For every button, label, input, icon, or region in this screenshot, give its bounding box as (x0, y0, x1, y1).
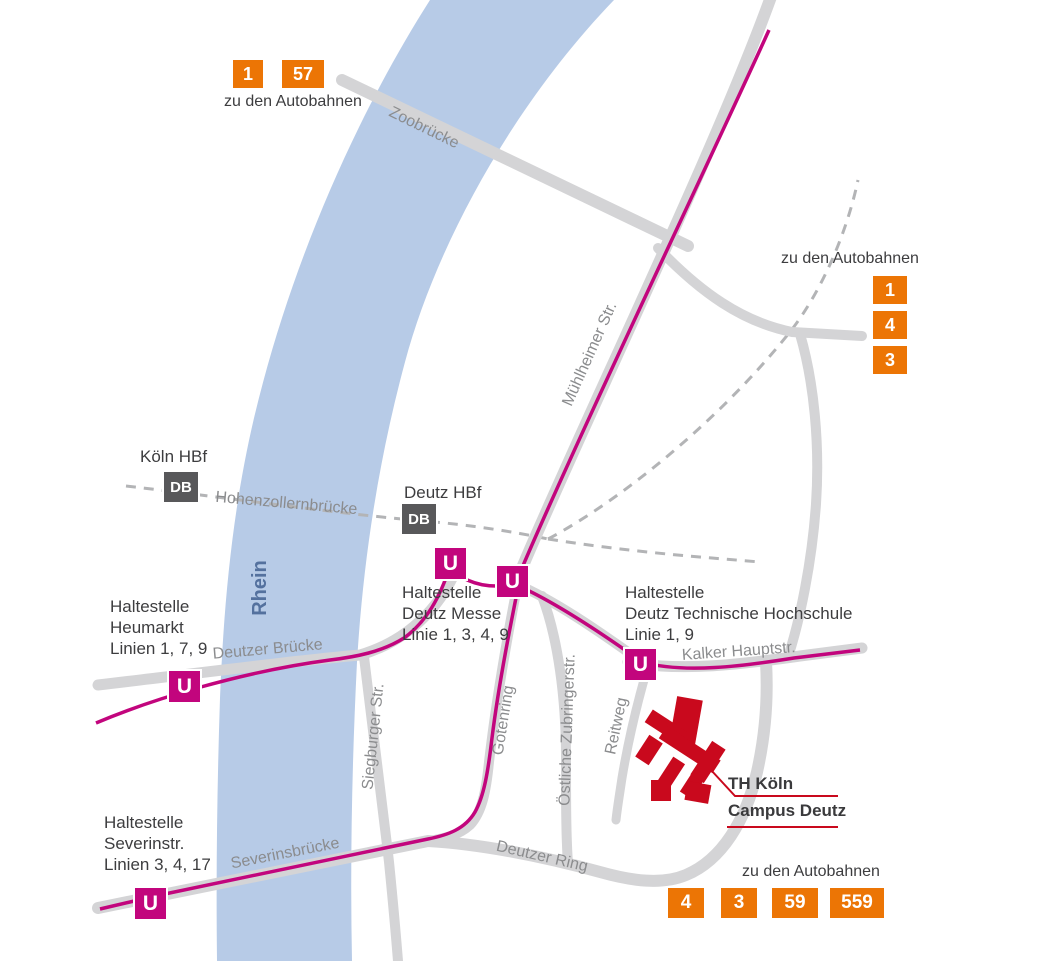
autobahn-caption-bottom-right: zu den Autobahnen (742, 863, 880, 880)
street-label-oestliche-zubringerstr: Östliche Zubringerstr. (555, 654, 578, 807)
campus-label: TH Köln Campus Deutz (728, 774, 846, 821)
campus-building (684, 781, 712, 804)
railway-branch-northeast (547, 179, 860, 541)
u-badge-severinstr: U (135, 888, 166, 919)
railway-lines (125, 179, 860, 564)
tram-muehlheimer-gotenring-severinsbruecke (99, 29, 771, 911)
campus-buildings (635, 696, 726, 804)
rhine-river (216, 0, 614, 961)
u-badge-deutz-messe-2: U (497, 566, 528, 597)
autobahn-badge-4-bottom: 4 (668, 888, 704, 918)
autobahn-badge-3-bottom: 3 (721, 888, 757, 918)
rhein-label: Rhein (249, 560, 271, 616)
campus-building (690, 740, 726, 784)
road-topright-link (653, 243, 867, 341)
autobahn-badge-57: 57 (282, 60, 324, 88)
u-badge-heumarkt: U (169, 671, 200, 702)
road-zoobruecke (336, 74, 694, 252)
db-badge-koeln-hbf: DB (164, 472, 198, 502)
tram-deutzer-bruecke (95, 565, 452, 725)
autobahn-badge-1-right: 1 (873, 276, 907, 304)
road-siegburger-str (359, 652, 403, 961)
station-label-deutz-messe: Haltestelle Deutz Messe Linie 1, 3, 4, 9 (402, 583, 509, 644)
campus-callout-line (710, 769, 838, 797)
station-label-severinstr: Haltestelle Severinstr. Linien 3, 4, 17 (104, 813, 211, 874)
autobahn-caption-top-left: zu den Autobahnen (224, 93, 362, 110)
autobahn-badge-559: 559 (830, 888, 884, 918)
autobahn-caption-right: zu den Autobahnen (781, 250, 919, 267)
autobahn-badge-3-right: 3 (873, 346, 907, 374)
railway-hohenzollernbruecke (125, 484, 549, 541)
station-label-heumarkt: Haltestelle Heumarkt Linien 1, 7, 9 (110, 597, 208, 658)
station-label-deutz-hbf: Deutz HBf (404, 483, 482, 502)
station-label-deutz-technische-hochschule: Haltestelle Deutz Technische Hochschule … (625, 583, 853, 644)
road-severinsbruecke-deutzer-ring (92, 656, 773, 914)
campus-label-line2: Campus Deutz (728, 801, 847, 820)
db-badge-deutz-hbf: DB (402, 504, 436, 534)
station-label-koeln-hbf: Köln HBf (140, 447, 208, 466)
road-reitweg (611, 661, 653, 825)
railway-branch-east (547, 537, 761, 564)
autobahn-badge-1-topleft: 1 (233, 60, 263, 88)
campus-building (635, 734, 663, 766)
road-oestliche-zubringerstr (537, 591, 573, 869)
autobahn-badge-4-right: 4 (873, 311, 907, 339)
autobahn-badge-59: 59 (772, 888, 818, 918)
u-badge-deutz-technische-hochschule: U (625, 649, 656, 680)
campus-label-line1: TH Köln (728, 774, 794, 793)
campus-building (651, 780, 671, 801)
road-east-ring (783, 329, 823, 662)
u-badge-deutz-messe-1: U (435, 548, 466, 579)
